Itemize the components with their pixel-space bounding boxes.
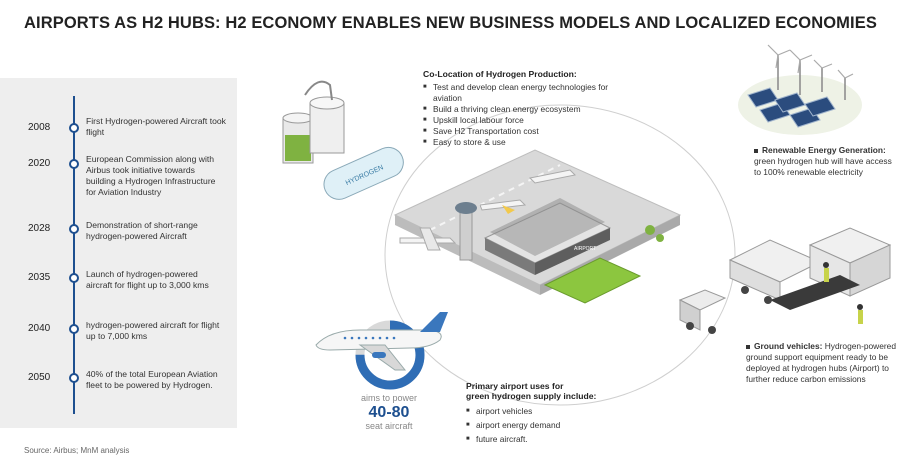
bullet-icon	[746, 344, 750, 349]
timeline-dot	[69, 159, 79, 169]
ground-heading: Ground vehicles:	[754, 341, 823, 351]
timeline-year: 2028	[28, 223, 51, 234]
aims-ring-chart	[355, 320, 425, 390]
renewable-callout: Renewable Energy Generation: green hydro…	[754, 145, 894, 178]
timeline-text: hydrogen-powered aircraft for flight up …	[86, 320, 220, 341]
timeline-dot	[69, 273, 79, 283]
timeline-dot	[69, 123, 79, 133]
timeline-text: Launch of hydrogen-powered aircraft for …	[86, 269, 209, 290]
airplane-illustration	[315, 312, 448, 371]
primary-item: airport vehicles	[466, 404, 636, 418]
primary-airport-callout: Primary airport uses for green hydrogen …	[466, 381, 636, 446]
primary-heading-line1: Primary airport uses for	[466, 381, 564, 391]
timeline-panel: 2008 First Hydrogen-powered Aircraft too…	[0, 78, 237, 428]
renewable-energy-illustration	[738, 44, 862, 135]
terminal-label: AIRPORT	[574, 246, 596, 252]
colocation-item: Test and develop clean energy technologi…	[423, 82, 623, 104]
bullet-icon	[754, 148, 758, 153]
aims-line3: seat aircraft	[365, 421, 413, 431]
timeline-year: 2008	[28, 122, 51, 133]
aims-value: 40-80	[368, 404, 410, 421]
renewable-heading: Renewable Energy Generation:	[762, 145, 886, 155]
timeline-year: 2035	[28, 272, 51, 283]
primary-heading-line2: green hydrogen supply include:	[466, 391, 597, 401]
colocation-callout: Co-Location of Hydrogen Production: Test…	[423, 69, 623, 148]
renewable-text: green hydrogen hub will have access to 1…	[754, 156, 892, 177]
timeline-year: 2040	[28, 323, 51, 334]
ground-text: Hydrogen-powered ground support equipmen…	[746, 341, 896, 384]
colocation-item: Save H2 Transportation cost	[423, 126, 623, 137]
colocation-heading: Co-Location of Hydrogen Production:	[423, 69, 577, 79]
page-title: AIRPORTS AS H2 HUBS: H2 ECONOMY ENABLES …	[24, 14, 877, 32]
timeline-dot	[69, 324, 79, 334]
aims-ring-fill	[355, 320, 425, 390]
hydrogen-plant-illustration: HYDROGEN	[282, 80, 404, 200]
timeline-year: 2050	[28, 372, 51, 383]
timeline-dot	[69, 224, 79, 234]
timeline-text: First Hydrogen-powered Aircraft took fli…	[86, 116, 226, 137]
colocation-item: Easy to store & use	[423, 137, 623, 148]
ground-vehicles-illustration	[678, 227, 892, 334]
ground-vehicles-callout: Ground vehicles: Hydrogen-powered ground…	[746, 341, 898, 385]
source-note: Source: Airbus; MnM analysis	[24, 446, 130, 455]
timeline-axis	[73, 96, 75, 414]
timeline-text: Demonstration of short-range hydrogen-po…	[86, 220, 198, 241]
aims-line1: aims to power	[360, 393, 418, 403]
timeline-dot	[69, 373, 79, 383]
primary-item: future aircraft.	[466, 432, 636, 446]
colocation-item: Upskill local labour force	[423, 115, 623, 126]
timeline-text: 40% of the total European Aviation fleet…	[86, 369, 218, 390]
airport-illustration: AIRPORT	[393, 149, 682, 304]
primary-item: airport energy demand	[466, 418, 636, 432]
aims-label: aims to power 40-80 seat aircraft	[348, 393, 430, 432]
colocation-item: Build a thriving clean energy ecosystem	[423, 104, 623, 115]
timeline-text: European Commission along with Airbus to…	[86, 154, 216, 197]
timeline-year: 2020	[28, 158, 51, 169]
